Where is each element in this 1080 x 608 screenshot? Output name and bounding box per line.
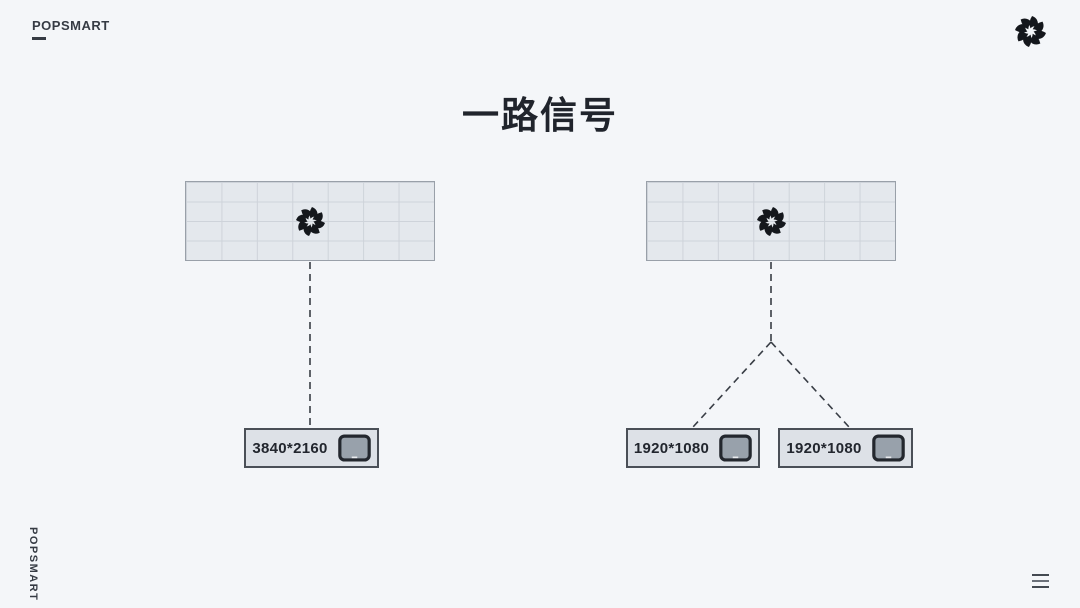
hamburger-menu-icon[interactable] [1032, 573, 1049, 589]
brand-underline [32, 37, 46, 40]
output-box-4k: 3840*2160 [244, 428, 379, 468]
brand-logo-bottom: POPSMART [27, 527, 39, 602]
resolution-label: 1920*1080 [633, 439, 710, 457]
led-panel-left [185, 181, 435, 261]
monitor-icon [871, 434, 905, 462]
led-panel-right [646, 181, 896, 261]
page-title: 一路信号 [462, 94, 618, 137]
monitor-icon [337, 434, 371, 462]
resolution-label: 3840*2160 [252, 439, 328, 457]
monitor-icon [719, 434, 752, 462]
brand-text: POPSMART [32, 18, 110, 33]
connector-right-branch-2 [770, 341, 850, 428]
connector-right-branch-1 [692, 341, 772, 428]
output-box-1080p-b: 1920*1080 [778, 428, 913, 468]
resolution-label: 1920*1080 [786, 439, 862, 457]
output-box-1080p-a: 1920*1080 [626, 428, 760, 468]
pinwheel-icon [1014, 15, 1047, 48]
brand-logo-top: POPSMART [32, 18, 110, 40]
pinwheel-icon [755, 205, 787, 237]
pinwheel-icon [294, 205, 326, 237]
